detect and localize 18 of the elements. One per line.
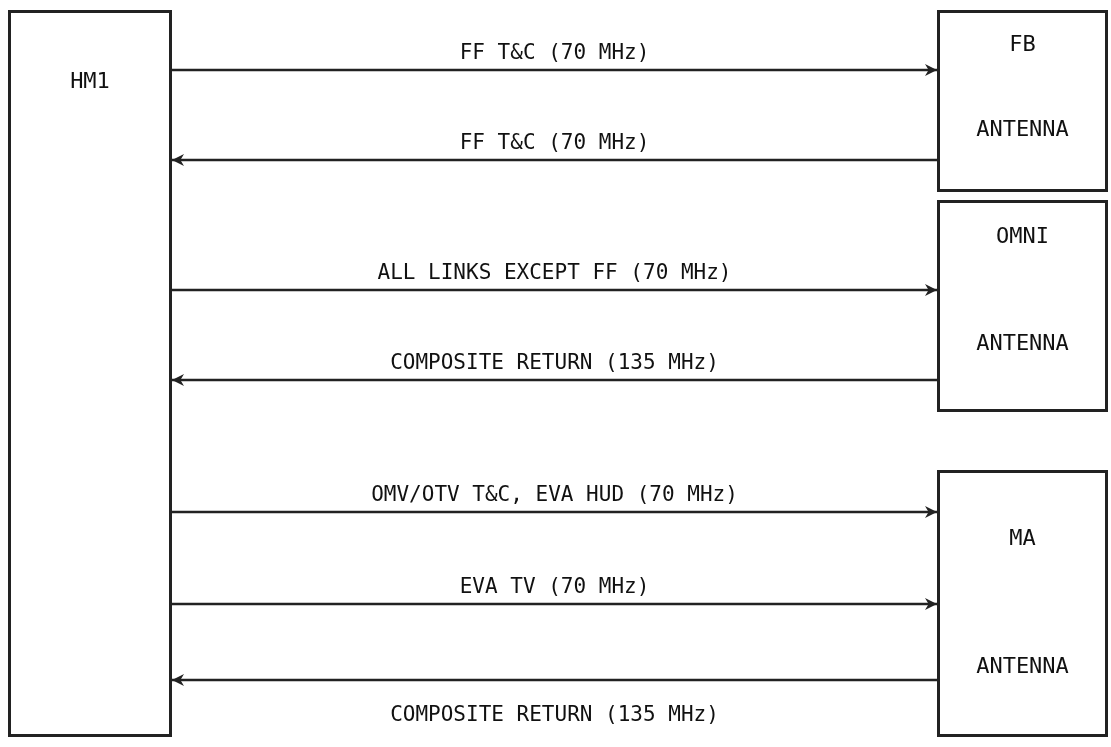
block-box <box>937 10 1108 192</box>
block-label: ANTENNA <box>975 330 1070 355</box>
arrow <box>172 506 937 518</box>
block-box <box>937 200 1108 412</box>
arrow <box>172 64 937 76</box>
block-label: ANTENNA <box>975 653 1070 678</box>
arrow <box>172 284 937 296</box>
arrow <box>172 674 937 686</box>
block-label: ANTENNA <box>975 116 1070 141</box>
block-box <box>8 10 172 737</box>
block-box <box>937 470 1108 737</box>
block-label: OMNI <box>995 223 1050 248</box>
block-label: FB <box>1008 31 1037 56</box>
block-label: MA <box>1008 525 1037 550</box>
block-label: HM1 <box>69 68 111 93</box>
arrow <box>172 374 937 386</box>
arrow <box>172 154 937 166</box>
arrow <box>172 598 937 610</box>
